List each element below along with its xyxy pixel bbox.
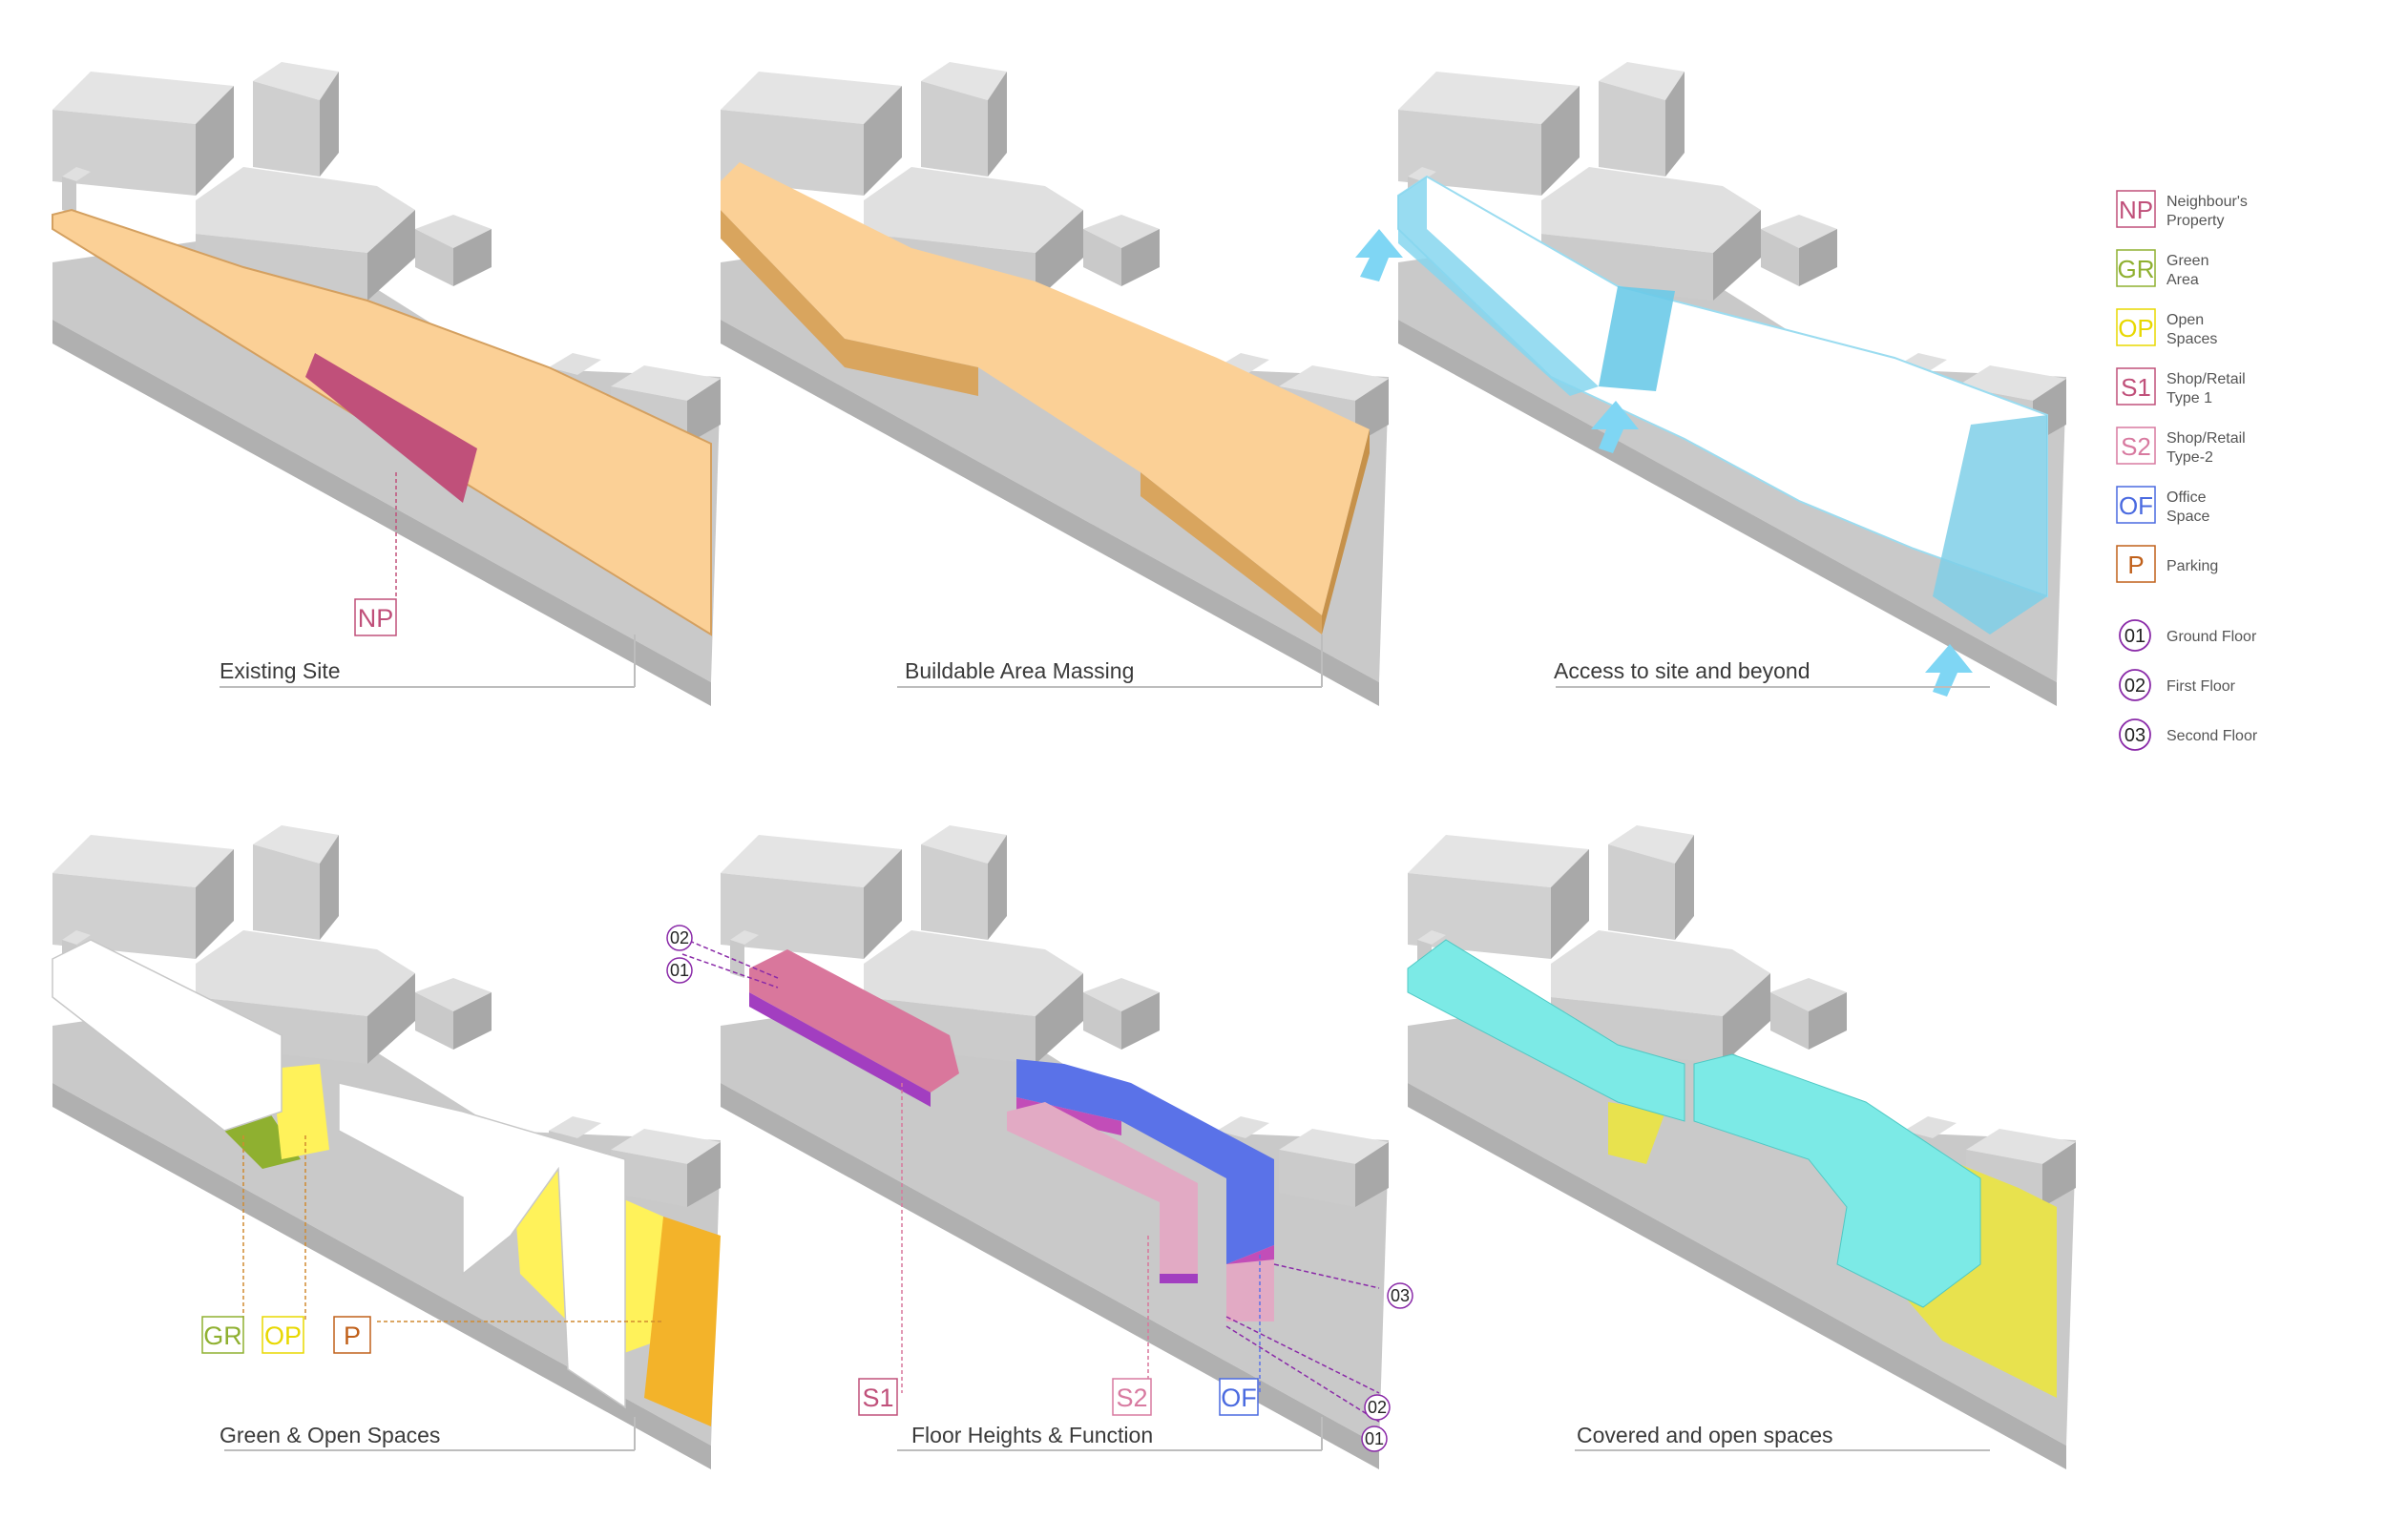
caption-green-open: Green & Open Spaces <box>220 1423 440 1447</box>
legend-box-np <box>2116 190 2156 228</box>
floor-01-label-a: 01 <box>670 961 689 980</box>
legend-marker-02 <box>2119 669 2151 701</box>
buildable-mass-side <box>721 210 845 367</box>
legend-box-s2 <box>2116 427 2156 465</box>
floor-01-marker-a <box>666 957 693 984</box>
legend-sublabel-of: Space <box>2166 509 2209 525</box>
legend-label-np: Neighbour's <box>2166 194 2248 210</box>
legend-code-op: OP <box>2118 314 2154 343</box>
np-tag: NP <box>358 604 394 633</box>
caption-buildable-area: Buildable Area Massing <box>905 658 1134 683</box>
access-arrow-2 <box>1591 401 1639 453</box>
legend-code-p: P <box>2127 551 2144 579</box>
legend-sublabel-np: Property <box>2166 213 2224 229</box>
caption-floor-heights: Floor Heights & Function <box>911 1423 1153 1447</box>
legend-label-02: First Floor <box>2166 678 2236 695</box>
buildable-mass-top <box>721 162 1370 615</box>
legend-box-p <box>2116 545 2156 583</box>
of-tag: OF <box>1221 1384 1257 1412</box>
legend-label-of: Office <box>2166 489 2207 506</box>
shop2-mass-lower <box>1226 1259 1274 1321</box>
access-volume-center <box>1599 286 1675 391</box>
s2-tag: S2 <box>1116 1384 1147 1412</box>
legend-label-03: Second Floor <box>2166 728 2258 744</box>
legend-label-p: Parking <box>2166 558 2218 574</box>
op-tag-box <box>262 1316 304 1354</box>
caption-access: Access to site and beyond <box>1554 658 1810 683</box>
panel-existing-site <box>52 62 721 706</box>
office-mass <box>1016 1059 1274 1264</box>
panel-floor-heights <box>681 825 1389 1469</box>
caption-existing-site: Existing Site <box>220 658 341 683</box>
legend-label-s1: Shop/Retail <box>2166 371 2246 387</box>
floor-01-marker-b <box>1361 1426 1388 1452</box>
p-tag: P <box>344 1321 361 1350</box>
legend-code-np: NP <box>2119 196 2153 224</box>
legend-label-gr: Green <box>2166 253 2208 269</box>
shop1-mass <box>749 949 959 1093</box>
open-yellow-1 <box>1608 1102 1665 1164</box>
legend-code-s2: S2 <box>2121 432 2151 461</box>
op-tag: OP <box>264 1321 302 1350</box>
floor-02-marker-b <box>1364 1394 1391 1421</box>
panel-covered-open <box>1407 825 2076 1469</box>
gr-tag: GR <box>203 1321 242 1350</box>
legend-sublabel-op: Spaces <box>2166 331 2217 347</box>
legend-box-s1 <box>2116 367 2156 406</box>
white-mass-2 <box>338 1082 626 1409</box>
legend-label-op: Open <box>2166 312 2204 328</box>
caption-covered-open: Covered and open spaces <box>1577 1423 1833 1447</box>
access-arrow-3 <box>1925 644 1973 697</box>
floor-03-label: 03 <box>1391 1286 1410 1305</box>
access-volume-right <box>1933 415 2047 635</box>
panel-access <box>1355 62 2066 706</box>
legend-box-of <box>2116 486 2156 524</box>
legend-sublabel-gr: Area <box>2166 272 2199 288</box>
floor-02-label-a: 02 <box>670 928 689 947</box>
legend-code-gr: GR <box>2118 255 2155 283</box>
access-volume-left <box>1398 177 1599 396</box>
legend-label-01: Ground Floor <box>2166 629 2257 645</box>
floor-01-label-b: 01 <box>1365 1429 1384 1448</box>
of-tag-box <box>1219 1378 1259 1416</box>
access-arrow-1 <box>1355 229 1403 281</box>
legend-code-01: 01 <box>2124 626 2145 647</box>
legend-label-s2: Shop/Retail <box>2166 430 2246 447</box>
covered-mass-1 <box>1407 939 1685 1122</box>
legend-code-of: OF <box>2119 491 2153 520</box>
panel-buildable-area <box>721 62 1389 706</box>
open-space-1 <box>272 1064 329 1159</box>
legend-code-s1: S1 <box>2121 373 2151 402</box>
shop2-mass <box>1007 1102 1198 1274</box>
parking-area <box>644 1217 721 1426</box>
p-tag-box <box>333 1316 371 1354</box>
white-mass-1 <box>52 939 283 1132</box>
gr-tag-box <box>201 1316 244 1354</box>
legend-code-02: 02 <box>2124 676 2145 697</box>
neighbour-property <box>305 353 477 503</box>
legend-sublabel-s1: Type 1 <box>2166 390 2212 406</box>
legend-code-03: 03 <box>2124 725 2145 746</box>
s1-tag-box <box>858 1378 898 1416</box>
legend-marker-01 <box>2119 619 2151 652</box>
legend-marker-03 <box>2119 718 2151 751</box>
floor-03-marker <box>1387 1282 1413 1309</box>
legend-sublabel-s2: Type-2 <box>2166 449 2213 466</box>
np-tag-box <box>354 598 397 636</box>
covered-mass-2 <box>1693 1053 1981 1308</box>
floor-02-marker-a <box>666 925 693 951</box>
s2-tag-box <box>1112 1378 1152 1416</box>
floor-02-label-b: 02 <box>1368 1398 1387 1417</box>
legend-box-op <box>2116 308 2156 346</box>
s1-tag: S1 <box>862 1384 893 1412</box>
panel-green-open <box>52 825 721 1469</box>
legend-box-gr <box>2116 249 2156 287</box>
